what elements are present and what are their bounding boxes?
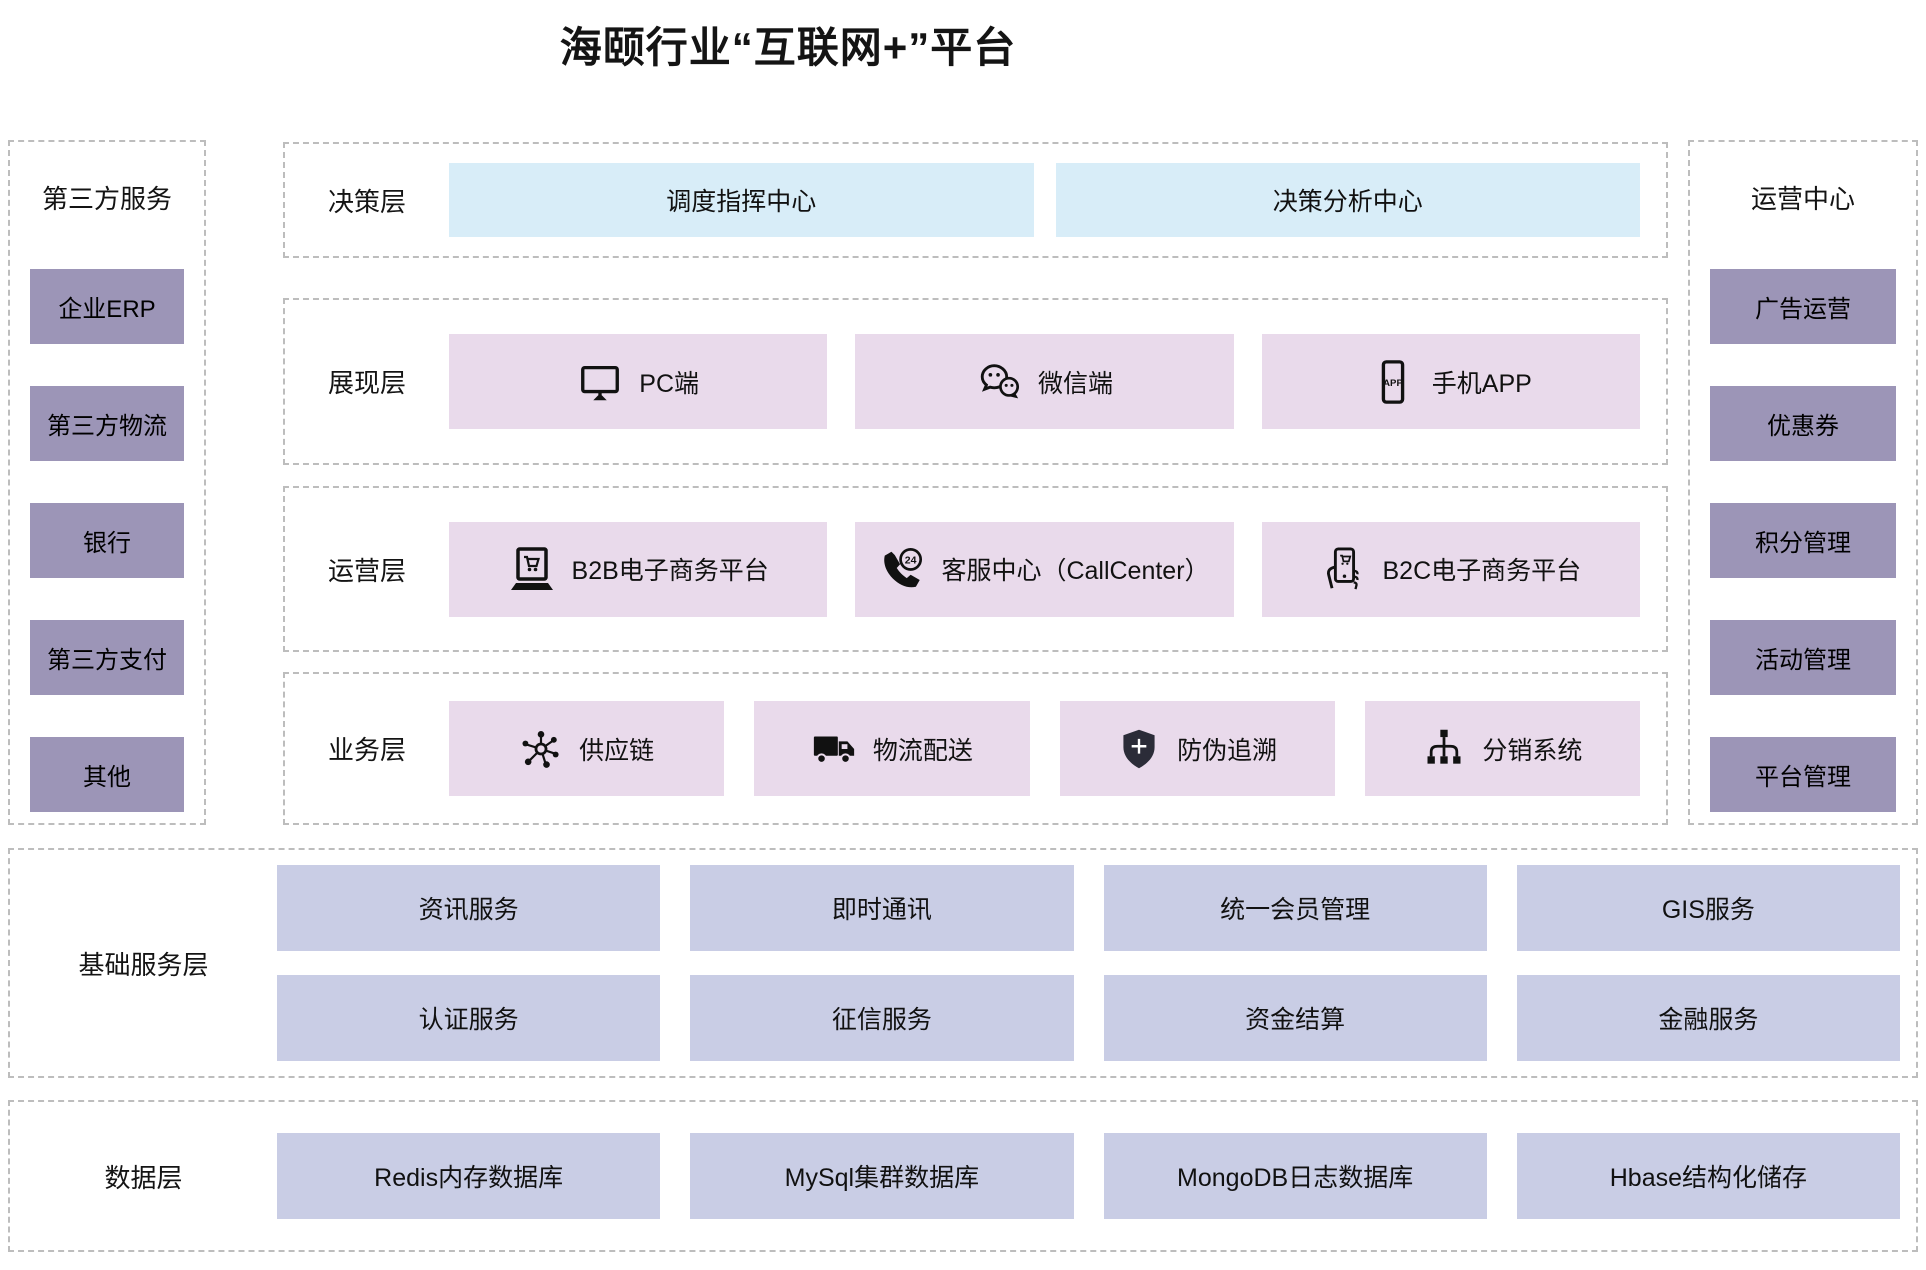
operation-box-b2c: B2C电子商务平台	[1261, 521, 1640, 617]
operation-box-b2b: B2B电子商务平台	[449, 521, 828, 617]
network-icon	[519, 727, 563, 771]
data-box-mongodb: MongoDB日志数据库	[1103, 1133, 1487, 1219]
decision-box-analysis: 决策分析中心	[1055, 163, 1640, 237]
presentation-box-pc: PC端	[449, 334, 828, 429]
laptop-cart-icon	[508, 545, 556, 593]
data-layer-label: 数据层	[104, 1162, 183, 1193]
third-party-panel: 第三方服务 企业ERP 第三方物流 银行 第三方支付 其他	[8, 140, 206, 825]
base-box-im: 即时通讯	[690, 865, 1074, 951]
business-layer-boxes: 供应链 物流配送	[449, 701, 1640, 796]
operation-center-header: 运营中心	[1750, 184, 1855, 214]
business-box-anticounterfeit: 防伪追溯	[1059, 701, 1335, 796]
monitor-icon	[577, 359, 623, 405]
data-layer-grid: Redis内存数据库 MySql集群数据库 MongoDB日志数据库 Hbase…	[277, 1133, 1900, 1219]
business-layer-label: 业务层	[327, 735, 406, 765]
mobile-app-icon: APP	[1370, 359, 1416, 405]
box-label: B2B电子商务平台	[571, 557, 769, 585]
hand-phone-icon	[1321, 546, 1367, 592]
data-layer-panel: 数据层 Redis内存数据库 MySql集群数据库 MongoDB日志数据库 H…	[8, 1100, 1918, 1252]
box-label: 客服中心（CallCenter）	[941, 557, 1210, 585]
box-label: B2C电子商务平台	[1382, 557, 1582, 585]
truck-icon	[811, 726, 857, 772]
presentation-layer-label: 展现层	[327, 368, 406, 398]
right-box-platform: 平台管理	[1710, 737, 1896, 812]
base-box-news: 资讯服务	[277, 865, 661, 951]
left-box-payment: 第三方支付	[30, 620, 184, 695]
box-label: 分销系统	[1482, 736, 1583, 765]
data-box-hbase: Hbase结构化储存	[1516, 1133, 1900, 1219]
base-box-settlement: 资金结算	[1103, 975, 1487, 1061]
business-layer-row: 业务层	[283, 672, 1668, 825]
svg-text:APP: APP	[1383, 377, 1403, 388]
phone-24-icon: 24	[879, 546, 925, 592]
business-box-supplychain: 供应链	[449, 701, 725, 796]
decision-layer-boxes: 调度指挥中心 决策分析中心	[449, 163, 1640, 237]
operation-box-callcenter: 24 客服中心（CallCenter）	[855, 521, 1234, 617]
base-services-label: 基础服务层	[78, 949, 209, 980]
shield-plus-icon	[1117, 727, 1161, 771]
left-box-other: 其他	[30, 737, 184, 812]
left-box-bank: 银行	[30, 503, 184, 578]
presentation-box-app: APP 手机APP	[1261, 334, 1640, 429]
presentation-layer-row: 展现层 PC端	[283, 298, 1668, 465]
base-box-gis: GIS服务	[1516, 865, 1900, 951]
left-box-erp: 企业ERP	[30, 269, 184, 344]
right-box-points: 积分管理	[1710, 503, 1896, 578]
presentation-box-wechat: 微信端	[855, 334, 1234, 429]
operation-layer-boxes: B2B电子商务平台 24 客服中心（CallCenter）	[449, 521, 1640, 617]
left-box-logistics: 第三方物流	[30, 386, 184, 461]
base-box-credit: 征信服务	[690, 975, 1074, 1061]
operation-center-panel: 运营中心 广告运营 优惠券 积分管理 活动管理 平台管理	[1688, 140, 1918, 825]
base-box-finance: 金融服务	[1516, 975, 1900, 1061]
box-label: 供应链	[579, 736, 655, 765]
base-services-panel: 基础服务层 资讯服务 即时通讯 统一会员管理 GIS服务 认证服务 征信服务 资…	[8, 848, 1918, 1078]
business-box-distribution: 分销系统	[1364, 701, 1640, 796]
base-services-grid: 资讯服务 即时通讯 统一会员管理 GIS服务 认证服务 征信服务 资金结算 金融…	[277, 865, 1900, 1061]
base-box-auth: 认证服务	[277, 975, 661, 1061]
base-box-member: 统一会员管理	[1103, 865, 1487, 951]
hierarchy-icon	[1422, 727, 1466, 771]
right-box-ads: 广告运营	[1710, 269, 1896, 344]
presentation-layer-boxes: PC端 微信端	[449, 334, 1640, 429]
operation-layer-label: 运营层	[327, 555, 406, 586]
data-box-mysql: MySql集群数据库	[690, 1133, 1074, 1219]
decision-box-dispatch: 调度指挥中心	[449, 163, 1034, 237]
svg-text:24: 24	[905, 554, 917, 566]
decision-layer-row: 决策层 调度指挥中心 决策分析中心	[283, 142, 1668, 258]
right-box-coupon: 优惠券	[1710, 386, 1896, 461]
box-label: 手机APP	[1431, 369, 1532, 398]
data-box-redis: Redis内存数据库	[277, 1133, 661, 1219]
business-box-logistics: 物流配送	[754, 701, 1030, 796]
box-label: 物流配送	[872, 736, 973, 765]
page-title: 海颐行业“互联网+”平台	[559, 24, 1017, 71]
box-label: 防伪追溯	[1177, 736, 1278, 765]
right-box-activity: 活动管理	[1710, 620, 1896, 695]
box-label: PC端	[639, 369, 700, 398]
operation-layer-row: 运营层 B2B电子商务平台	[283, 486, 1668, 652]
third-party-header: 第三方服务	[41, 184, 172, 214]
box-label: 微信端	[1037, 369, 1113, 398]
decision-layer-label: 决策层	[327, 186, 406, 217]
wechat-icon	[976, 359, 1022, 405]
